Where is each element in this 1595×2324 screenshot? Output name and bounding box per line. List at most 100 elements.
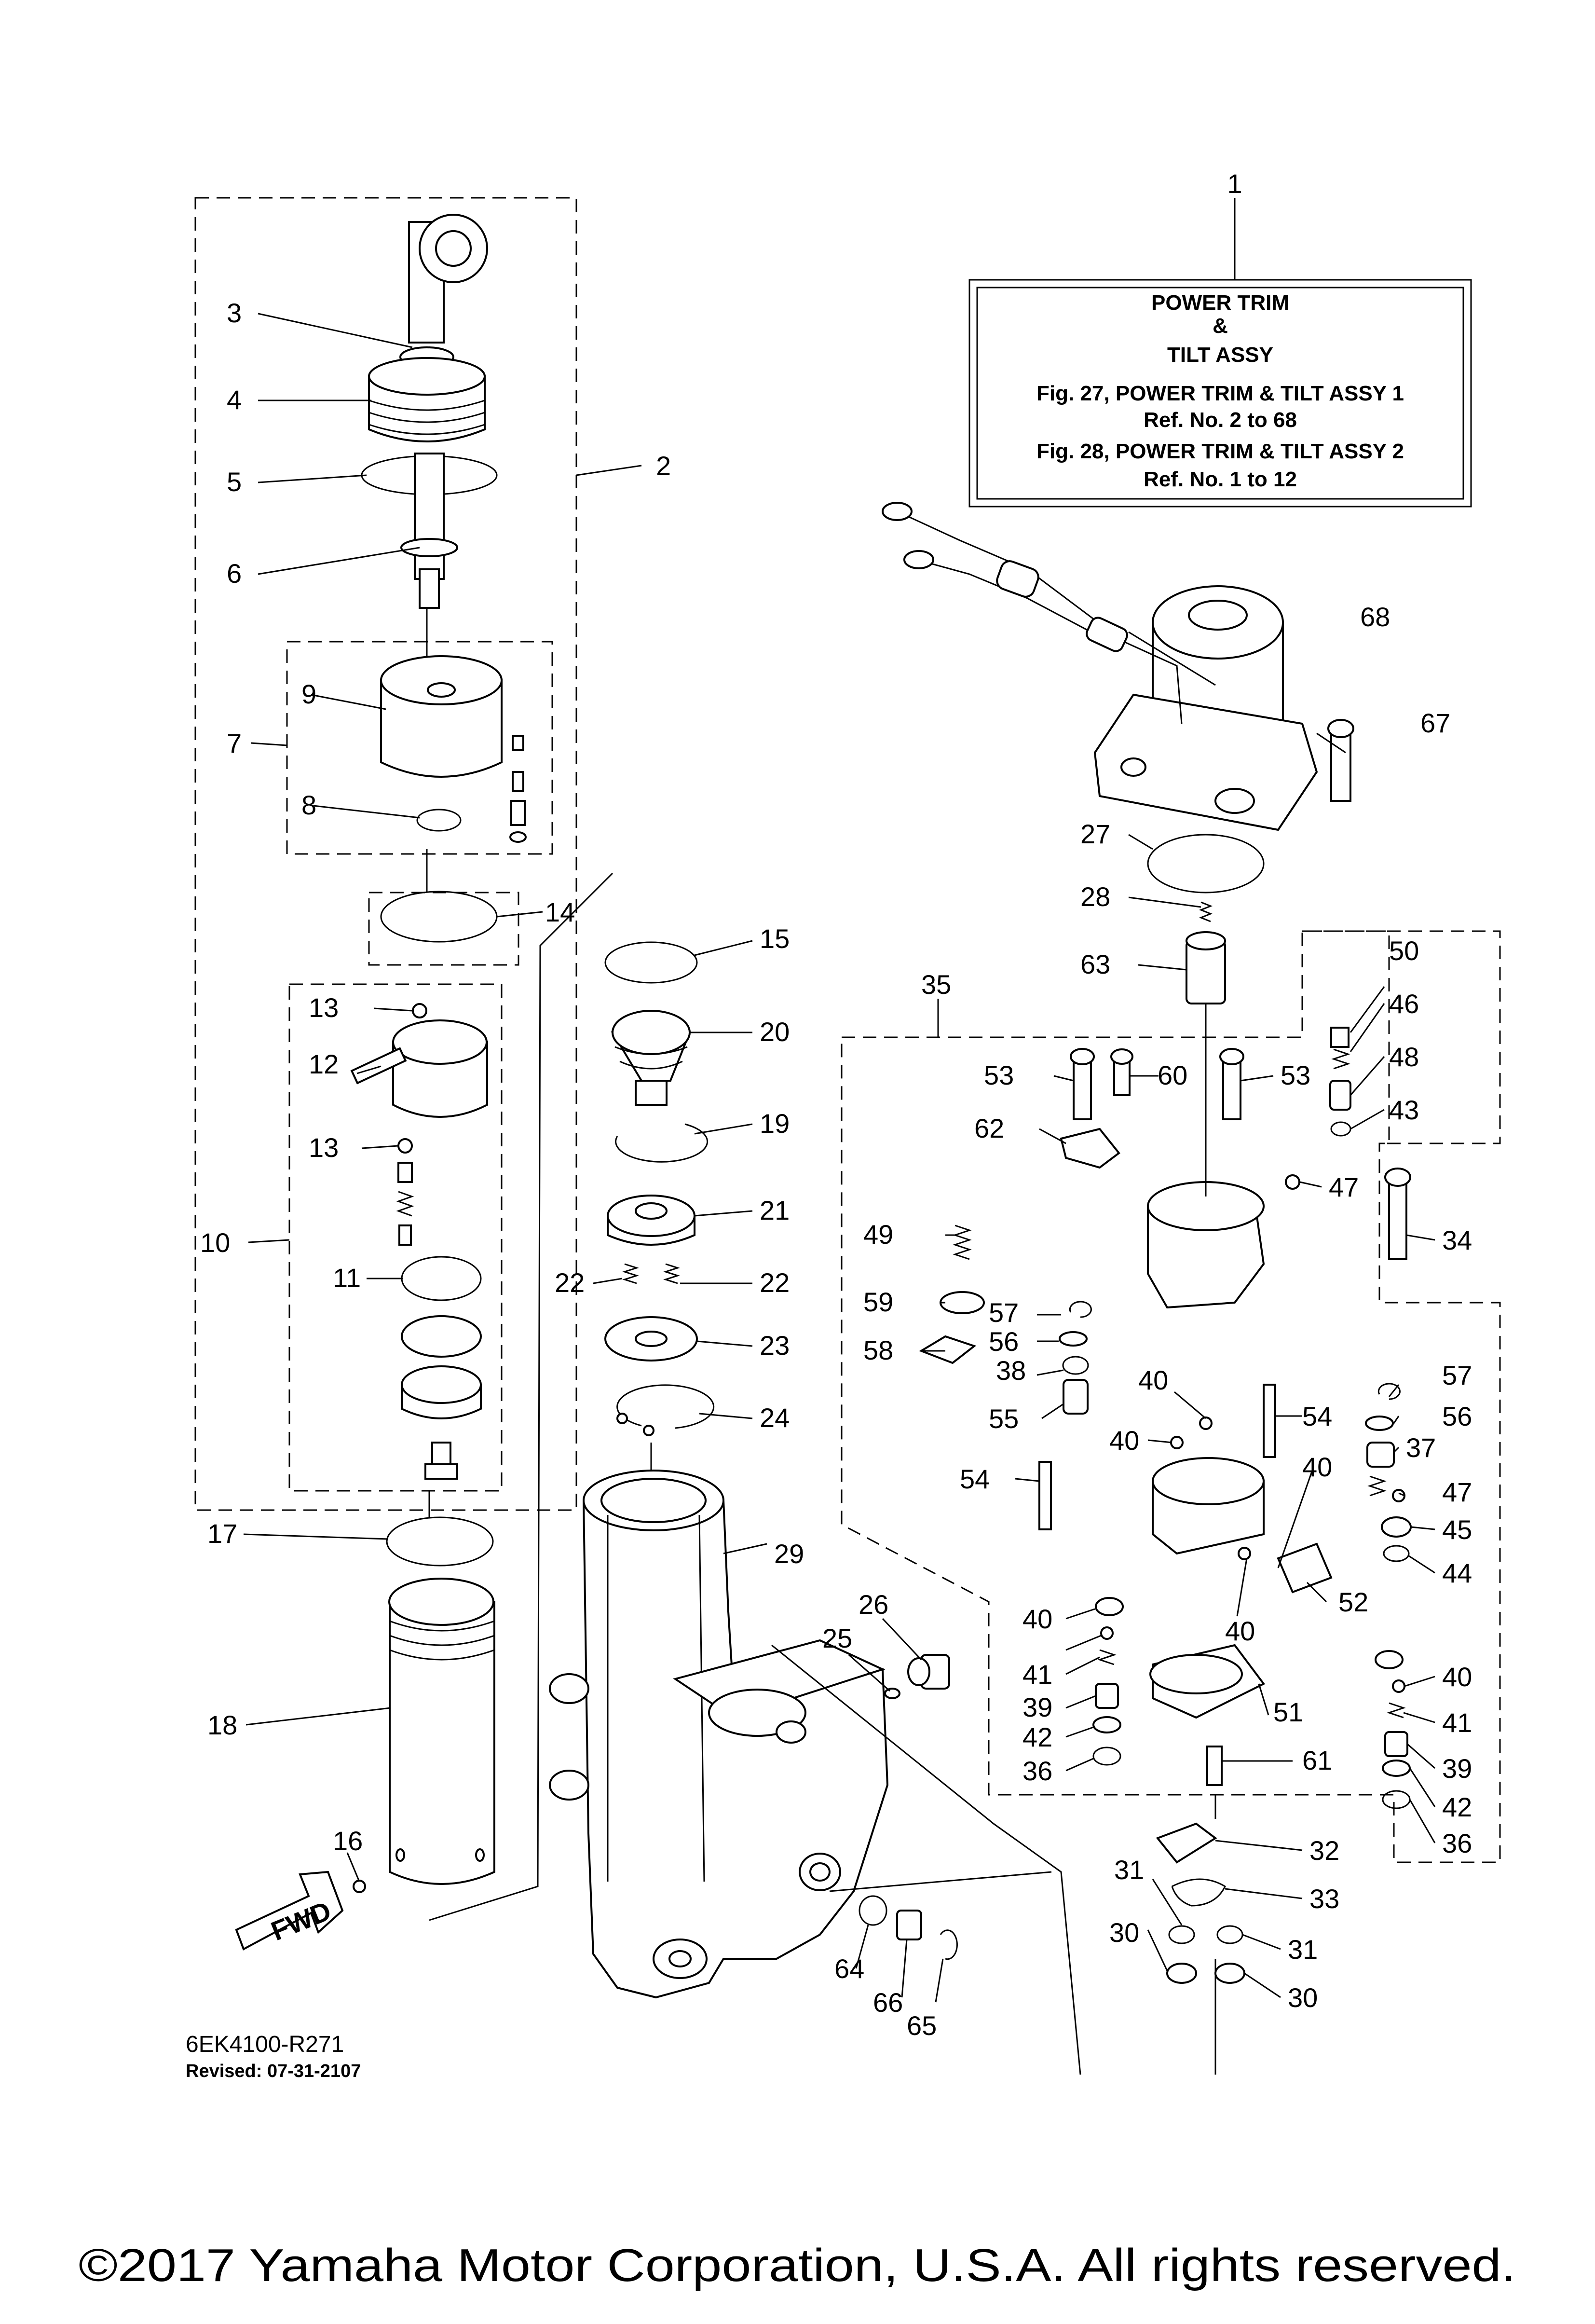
seat-45	[1381, 1516, 1412, 1538]
callout-30b: 30	[1288, 1982, 1318, 2013]
leader-lines	[243, 198, 1436, 2075]
revised-date: Revised: 07-31-2107	[186, 2061, 361, 2081]
bolt-53a	[1073, 1056, 1092, 1120]
callout-2: 2	[656, 451, 671, 481]
o-ring-15	[604, 941, 698, 984]
callout-53b: 53	[1281, 1060, 1310, 1090]
callout-52: 52	[1338, 1587, 1368, 1617]
circlip-57b	[1377, 1383, 1401, 1400]
callouts: 1 2 3 4 5 6 7 8 9 10 11 12 13 13 14 15 1…	[200, 168, 1472, 2041]
callout-29: 29	[774, 1539, 804, 1569]
spring-46	[1331, 1048, 1350, 1070]
callout-37: 37	[1406, 1432, 1436, 1463]
callout-64: 64	[834, 1953, 864, 1984]
ball-40b	[1170, 1436, 1184, 1449]
valve-48	[1329, 1080, 1351, 1111]
motor-assembly	[882, 502, 1354, 831]
callout-59: 59	[863, 1287, 893, 1317]
housing-fittings	[859, 1654, 958, 1960]
seat-58	[919, 1335, 977, 1364]
callout-49: 49	[863, 1219, 893, 1250]
main-housing	[549, 1470, 889, 1999]
callout-39a: 39	[1022, 1692, 1052, 1722]
title-line-2: &	[1213, 314, 1228, 338]
callout-65: 65	[907, 2010, 937, 2041]
diagram-code: 6EK4100-R271	[186, 2032, 344, 2057]
callout-68: 68	[1360, 602, 1390, 632]
callout-58: 58	[863, 1335, 893, 1365]
title-line-7: Ref. No. 1 to 12	[1144, 468, 1297, 491]
callout-16: 16	[333, 1826, 363, 1856]
callout-60: 60	[1158, 1060, 1187, 1090]
o-ring-11	[401, 1256, 482, 1301]
title-line-1: POWER TRIM	[1151, 291, 1289, 315]
o-ring-25	[884, 1688, 900, 1699]
callout-41a: 41	[1022, 1659, 1052, 1690]
title-line-5: Ref. No. 2 to 68	[1144, 408, 1297, 432]
callout-62: 62	[974, 1113, 1004, 1143]
pin-54b	[1038, 1461, 1052, 1530]
ball-40e	[1100, 1626, 1114, 1640]
ball-13b	[397, 1138, 413, 1154]
circlip-57a	[1069, 1301, 1092, 1318]
callout-31a: 31	[1114, 1855, 1144, 1885]
callout-39b: 39	[1442, 1753, 1472, 1784]
callout-7: 7	[227, 728, 242, 758]
title-line-6: Fig. 28, POWER TRIM & TILT ASSY 2	[1036, 440, 1404, 463]
cap-50	[1330, 1027, 1350, 1048]
spring-49	[953, 1224, 972, 1260]
o-ring-17	[386, 1516, 494, 1567]
callout-56a: 56	[989, 1326, 1019, 1357]
ball-47a	[1285, 1174, 1300, 1190]
pin-12	[350, 1047, 407, 1085]
callout-4: 4	[227, 385, 242, 415]
callout-46: 46	[1389, 989, 1419, 1019]
title-box: POWER TRIM & TILT ASSY Fig. 27, POWER TR…	[968, 279, 1472, 508]
filter-32	[1156, 1822, 1217, 1864]
callout-40c: 40	[1302, 1452, 1332, 1482]
snap-ring-19	[615, 1123, 709, 1163]
valve-37	[1366, 1442, 1395, 1468]
callout-40f: 40	[1442, 1662, 1472, 1692]
callout-41b: 41	[1442, 1707, 1472, 1738]
title-line-3: TILT ASSY	[1167, 343, 1273, 367]
cylinder-18	[389, 1601, 495, 1885]
callout-66: 66	[873, 1987, 903, 2018]
callout-24: 24	[760, 1403, 790, 1433]
callout-57b: 57	[1442, 1360, 1472, 1390]
callout-22b: 22	[760, 1267, 790, 1298]
callout-40e: 40	[1022, 1604, 1052, 1634]
ball-13a	[412, 1003, 427, 1018]
callout-23: 23	[760, 1330, 790, 1361]
filter-52	[1277, 1542, 1333, 1594]
callout-45: 45	[1442, 1514, 1472, 1545]
spring-22b	[663, 1263, 680, 1284]
callout-42b: 42	[1442, 1792, 1472, 1822]
spring-28	[1199, 901, 1213, 922]
callout-38: 38	[996, 1355, 1026, 1386]
assembly-boundaries	[194, 197, 1501, 1863]
valve-55	[1063, 1379, 1089, 1415]
o-ring-43	[1330, 1121, 1351, 1137]
callout-63: 63	[1080, 949, 1110, 979]
callout-11: 11	[333, 1263, 361, 1293]
fwd-arrow: FWD	[235, 1870, 344, 1951]
callout-42a: 42	[1022, 1722, 1052, 1752]
callout-61: 61	[1302, 1745, 1332, 1775]
spring-41a	[1097, 1649, 1117, 1665]
valve-39b	[1384, 1731, 1408, 1757]
callout-48: 48	[1389, 1042, 1419, 1072]
callout-31b: 31	[1288, 1934, 1318, 1965]
ball-40a	[1199, 1416, 1213, 1430]
callout-1: 1	[1227, 168, 1242, 199]
callout-51: 51	[1273, 1697, 1303, 1727]
o-ring-36b	[1382, 1790, 1411, 1809]
circlip-65	[940, 1929, 958, 1960]
callout-19: 19	[760, 1108, 790, 1139]
bolt-61	[1206, 1746, 1223, 1786]
callout-8: 8	[301, 790, 316, 820]
callout-36b: 36	[1442, 1828, 1472, 1858]
washer-56b	[1365, 1416, 1394, 1431]
o-ring-36a	[1092, 1746, 1121, 1766]
tilt-rod-assembly	[350, 214, 527, 1893]
